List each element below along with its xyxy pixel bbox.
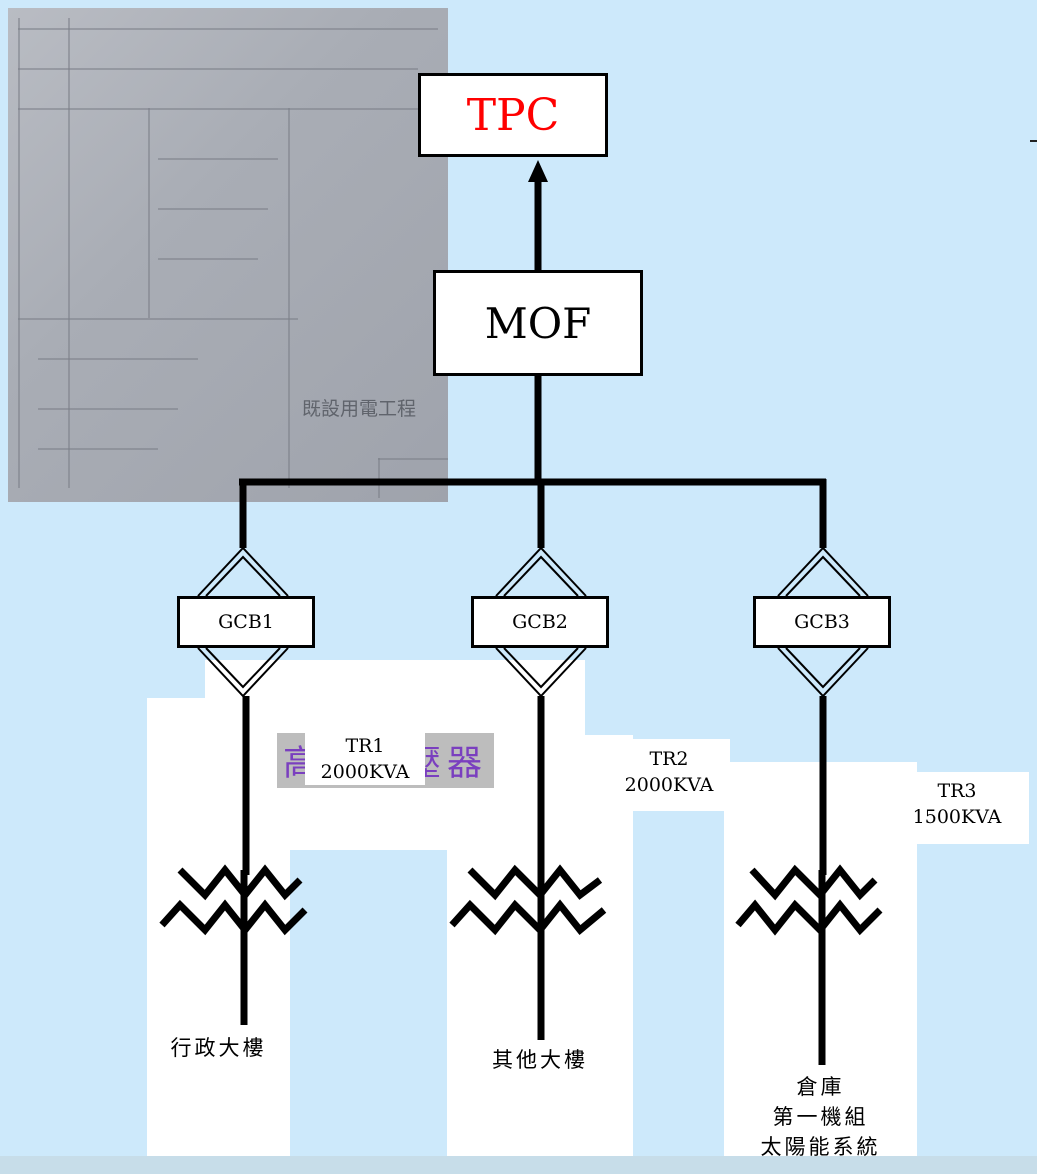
load-warehouse-line-2: 第一機組: [772, 1105, 869, 1129]
right-edge-rule: [1030, 140, 1037, 142]
tr1-name: TR1: [345, 735, 385, 757]
tr2-label: TR2 2000KVA: [608, 746, 730, 798]
tr3-name: TR3: [937, 780, 977, 802]
load-admin-building-panel: [147, 698, 290, 1156]
tr2-primary: [467, 864, 603, 901]
tr3-label: TR3 1500KVA: [892, 778, 1022, 830]
tr3-rating: 1500KVA: [912, 806, 1002, 828]
load-other-buildings-label: 其他大樓: [492, 1048, 588, 1072]
scanned-drawing-image: [8, 8, 448, 502]
arrow-up-icon: [528, 160, 548, 182]
gcb1-breaker: GCB1: [177, 596, 315, 648]
load-warehouse-line-1: 倉庫: [796, 1075, 845, 1099]
transformer-symbols: [159, 864, 883, 936]
tr2-rating: 2000KVA: [624, 774, 714, 796]
tr1-primary: [177, 864, 303, 901]
load-admin-building-label: 行政大樓: [170, 1036, 267, 1060]
load-warehouse-line-3: 太陽能系統: [760, 1135, 881, 1159]
tr3-secondary: [735, 899, 883, 936]
tpc-node: TPC: [418, 73, 608, 157]
tr1-label: TR1 2000KVA: [305, 733, 425, 785]
tr2-secondary: [449, 899, 607, 936]
mof-node: MOF: [433, 270, 643, 376]
load-warehouse-label: 倉庫 第一機組 太陽能系統: [724, 1072, 917, 1162]
bottom-strip: [0, 1156, 1037, 1174]
tr1-secondary: [159, 899, 308, 936]
tr2-name: TR2: [649, 748, 689, 770]
gcb3-breaker: GCB3: [753, 596, 891, 648]
tr1-rating: 2000KVA: [320, 761, 410, 783]
scan-caption: 既設用電工程: [302, 398, 417, 420]
gcb2-breaker: GCB2: [471, 596, 609, 648]
tr3-primary: [749, 864, 878, 901]
